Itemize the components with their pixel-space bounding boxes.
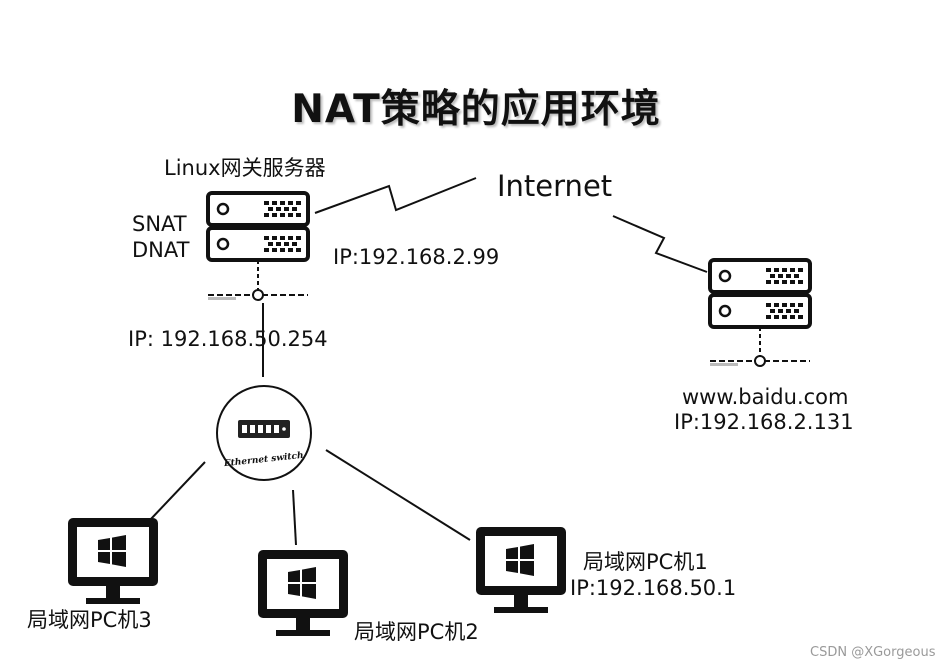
watermark: CSDN @XGorgeous [810,645,936,660]
switch-pc3-link [149,461,206,521]
ethernet-switch-icon: Ethernet switch [216,385,312,481]
pc1-monitor-icon [476,527,566,613]
pc1-ip: IP:192.168.50.1 [570,576,737,600]
web-server-name: www.baidu.com [682,385,849,409]
pc3-monitor-icon [68,518,158,604]
switch-pc1-link [325,449,471,541]
gateway-server-icon [206,191,310,301]
gateway-internet-lightning-icon [314,177,477,214]
pc3-name: 局域网PC机3 [27,608,152,632]
pc1-name: 局域网PC机1 [583,550,708,574]
gateway-lan-ip: IP: 192.168.50.254 [128,327,328,351]
switch-pc2-link [292,489,297,546]
pc2-name: 局域网PC机2 [354,620,479,644]
internet-server-lightning-icon [612,215,708,273]
web-server-icon [708,258,812,367]
pc2-monitor-icon [258,550,348,636]
gateway-label: Linux网关服务器 [164,156,326,180]
internet-label: Internet [497,169,613,203]
gateway-wan-ip: IP:192.168.2.99 [333,245,500,269]
web-server-ip: IP:192.168.2.131 [674,410,854,434]
snat-label: SNAT [132,212,187,236]
dnat-label: DNAT [132,238,190,262]
diagram-title: NAT策略的应用环境 [291,87,661,132]
